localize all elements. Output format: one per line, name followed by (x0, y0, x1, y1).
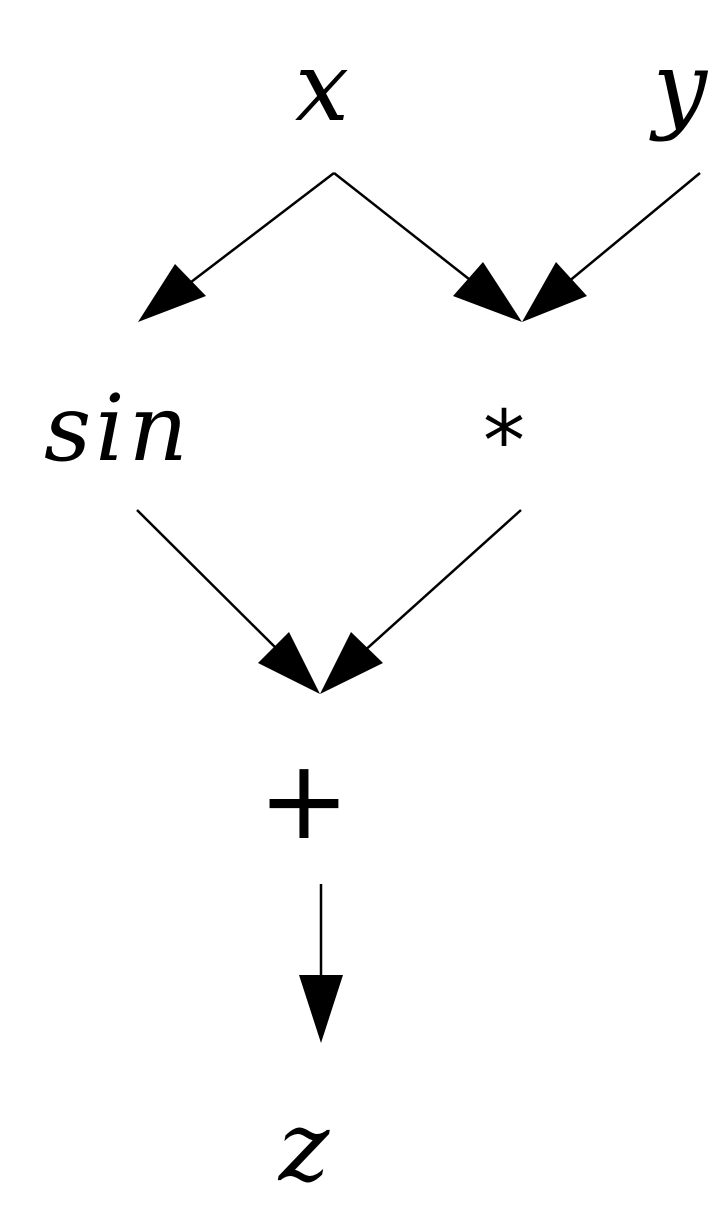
node-z: z (278, 1091, 331, 1203)
edge-multiply-to-add (320, 509, 522, 694)
node-multiply: * (483, 392, 525, 490)
node-y: y (649, 31, 709, 143)
node-x: x (295, 31, 349, 143)
edge-x-to-multiply (333, 172, 522, 322)
node-add: + (258, 736, 350, 864)
edge-x-to-sin (138, 172, 335, 322)
edge-add-to-z (299, 884, 343, 1043)
node-sin: sin (44, 375, 192, 482)
edge-sin-to-add (136, 509, 320, 694)
edge-y-to-multiply (522, 172, 701, 322)
